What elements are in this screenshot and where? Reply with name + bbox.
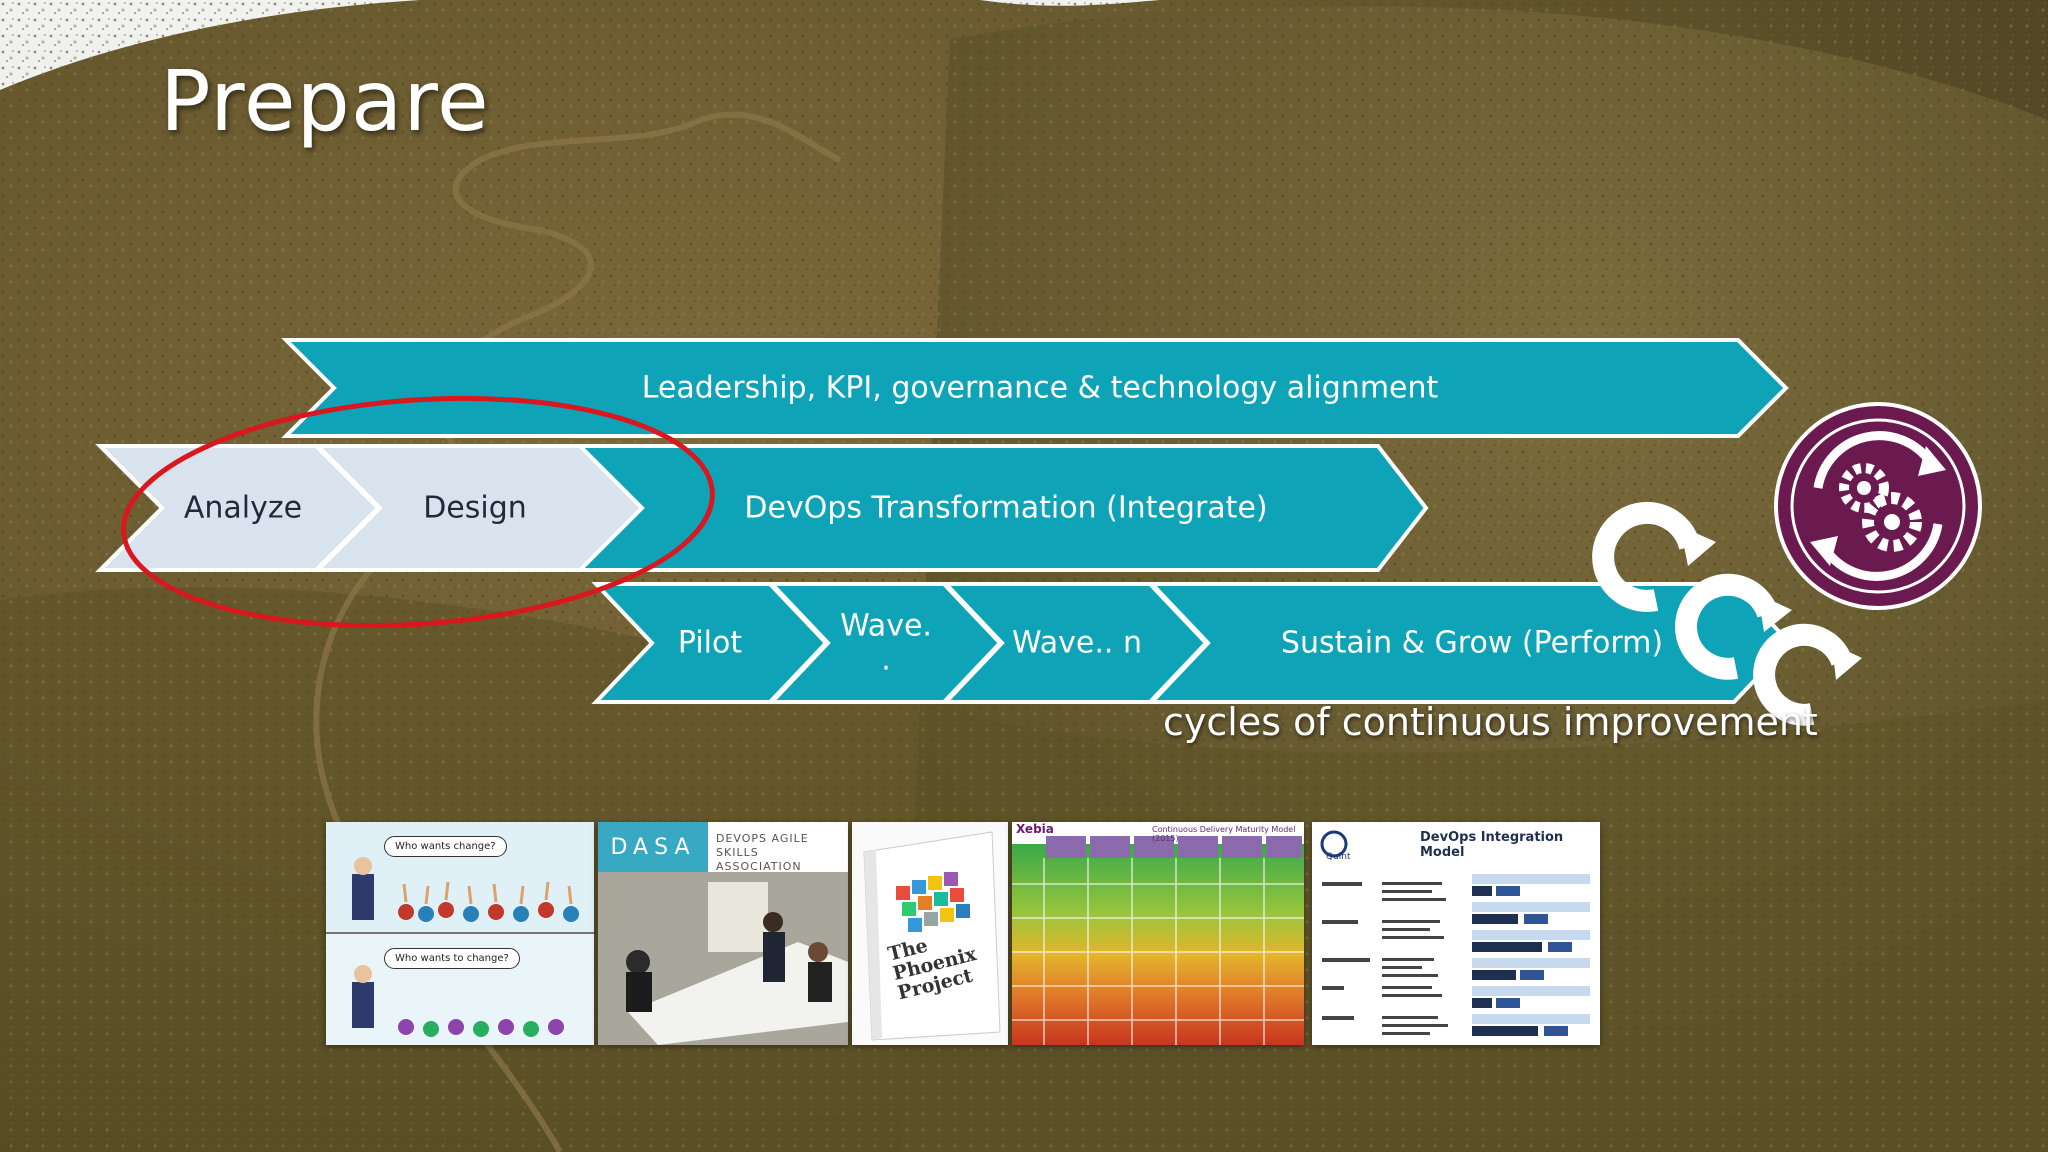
wave1-label: Wave. — [840, 608, 932, 644]
design-label: Design — [423, 490, 527, 526]
thumbnail-cartoon: Who wants change? Who wants to change? — [326, 822, 594, 1045]
analyze-label: Analyze — [183, 490, 303, 526]
book-cover — [863, 831, 1001, 1041]
cartoon-question-1: Who wants change? — [384, 836, 507, 857]
slide-title: Prepare — [160, 52, 490, 150]
highlight-ring — [121, 395, 715, 629]
gears-cycle-icon — [1774, 402, 1982, 610]
thumbnail-quint-model: Quint DevOps Integration Model — [1312, 822, 1600, 1045]
dasa-subtitle: DEVOPS AGILE SKILLS ASSOCIATION — [716, 832, 848, 874]
cartoon-illustration — [326, 822, 594, 1045]
wave1-dot: . — [881, 642, 891, 678]
dasa-photo — [598, 872, 848, 1045]
xebia-header: Continuous Delivery Maturity Model (2015… — [1152, 825, 1296, 843]
maturity-grid — [1012, 836, 1304, 1045]
quint-logo: Quint — [1326, 852, 1351, 862]
transformation-label: DevOps Transformation (Integrate) — [744, 490, 1268, 526]
xebia-logo: Xebia — [1016, 822, 1054, 836]
quint-table — [1320, 830, 1590, 1036]
cycles-caption: cycles of continuous improvement — [1163, 700, 1818, 744]
cycle-arrows-icon — [1592, 501, 1853, 726]
thumbnail-xebia-maturity-model: Xebia Continuous Delivery Maturity Model… — [1012, 822, 1304, 1045]
leadership-label: Leadership, KPI, governance & technology… — [641, 370, 1439, 406]
pilot-label: Pilot — [677, 625, 743, 661]
dasa-subtitle-line1: DEVOPS AGILE — [716, 832, 809, 845]
dasa-subtitle-line2: SKILLS ASSOCIATION — [716, 846, 802, 873]
leadership-band — [281, 338, 1789, 438]
waven-label: Wave.. n — [1012, 625, 1142, 661]
thumbnail-dasa: DASA DEVOPS AGILE SKILLS ASSOCIATION — [598, 822, 848, 1045]
cartoon-question-2: Who wants to change? — [384, 948, 520, 969]
dasa-logo: DASA — [598, 822, 708, 872]
quint-title: DevOps Integration Model — [1420, 830, 1564, 860]
thumbnail-phoenix-book: The Phoenix Project — [852, 822, 1008, 1045]
sustain-label: Sustain & Grow (Perform) — [1280, 625, 1664, 661]
design-chevron — [313, 444, 645, 572]
